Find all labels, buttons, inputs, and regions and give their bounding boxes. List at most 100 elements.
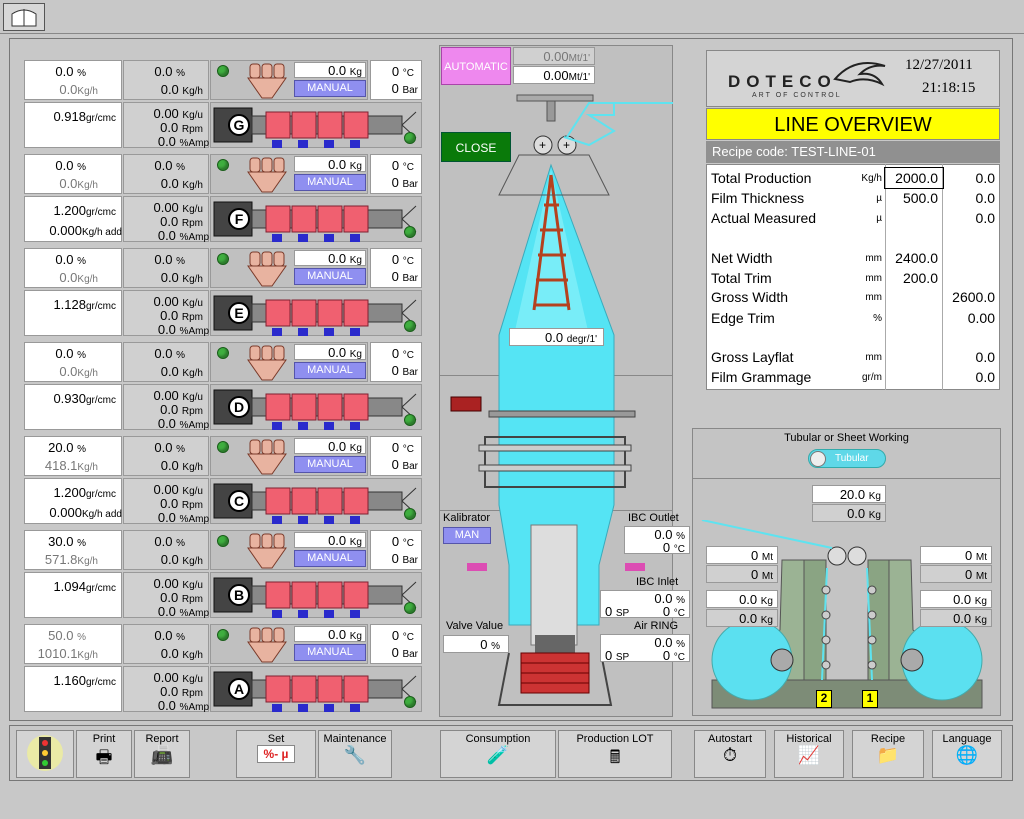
recipe-button[interactable]: Recipe📁 [852,730,924,778]
overview-label: Gross Width [711,289,789,305]
melt-temperature: 0 °C [391,64,414,79]
manual-mode-button[interactable]: MANUAL [294,644,366,661]
print-button[interactable]: Print🖶 [76,730,132,778]
manual-mode-button[interactable]: MANUAL [294,80,366,97]
ibc-inlet-temp: 0 °C [662,604,685,619]
extruder-diagram [213,251,417,336]
manual-mode-button[interactable]: MANUAL [294,456,366,473]
air-ring-sp: 0 SP [605,648,630,663]
report-button[interactable]: Report📠 [134,730,190,778]
extruder-rpm: 0.0 Rpm [160,120,203,135]
hopper-status-led [217,441,229,453]
tubular-toggle[interactable]: Tubular [808,449,886,468]
overview-unit: gr/m [862,372,882,383]
extruder-density: 1.094gr/cmc [53,579,116,594]
overview-unit: mm [865,253,882,264]
overview-label: Film Grammage [711,369,812,385]
extruder-set-percent: 0.0 % [154,252,185,267]
extruder-density: 1.200gr/cmc [53,485,116,500]
overview-actual-value: 0.0 [975,170,995,186]
melt-temperature: 0 °C [391,346,414,361]
kalibrator-mode-button[interactable]: MAN [443,527,491,544]
extruder-kgh: 1010.1Kg/h [37,646,98,661]
right-weight-set: 0.0 Kg [953,592,987,607]
stopwatch-icon: ⏱ [722,745,738,765]
manual-mode-button[interactable]: MANUAL [294,362,366,379]
extruder-amp: 0.0 %Amp [157,510,209,525]
air-ring-pct: 0.0 % [654,635,685,650]
svg-text:+: + [539,138,546,152]
automatic-button[interactable]: AUTOMATIC [441,47,511,85]
hopper-weight: 0.0 Kg [328,345,362,360]
manual-mode-button[interactable]: MANUAL [294,550,366,567]
extruder-set-kgh: 0.0 Kg/h [160,552,203,567]
overview-actual-value: 0.00 [967,310,995,326]
overview-unit: mm [865,292,882,303]
line-overview-title: LINE OVERVIEW [706,108,1000,140]
extruder-density: 1.200gr/cmc [53,203,116,218]
extruder-rpm: 0.0 Rpm [160,590,203,605]
close-button[interactable]: CLOSE [441,132,511,162]
extruder-density: 0.930gr/cmc [53,391,116,406]
extruder-kgu: 0.00 Kg/u [153,482,203,497]
manual-mode-button[interactable]: MANUAL [294,268,366,285]
extruder-percent: 0.0 % [55,252,86,267]
air-ring-temp: 0 °C [662,648,685,663]
maintenance-button[interactable]: Maintenance🔧 [318,730,392,778]
overview-unit: mm [865,352,882,363]
extruder-percent: 0.0 % [55,64,86,79]
date: 12/27/2011 [905,57,973,73]
hopper-status-led [217,65,229,77]
toggle-knob [810,451,826,467]
tower-diagram: + + [450,94,673,706]
winder-tension-act: 0.0 Kg [847,506,881,521]
extruder-amp: 0.0 %Amp [157,228,209,243]
brand-logo: DOTECO [728,72,837,91]
set-button[interactable]: Set%- µ [236,730,316,778]
extruder-rpm: 0.0 Rpm [160,496,203,511]
hopper-weight: 0.0 Kg [328,251,362,266]
alarm-light-button[interactable] [16,730,74,778]
winding-mode-label: Tubular or Sheet Working [784,432,909,444]
manual-mode-button[interactable]: MANUAL [294,174,366,191]
winder-tension-set: 20.0 Kg [839,487,881,502]
extruder-amp: 0.0 %Amp [157,322,209,337]
historical-button[interactable]: Historical📈 [774,730,844,778]
total-production-input-frame[interactable] [884,167,944,189]
extruder-percent: 0.0 % [55,158,86,173]
overview-unit: µ [876,213,882,224]
speed-actual: 0.00Mt/1' [543,68,590,83]
traffic-light-icon [27,735,63,771]
melt-pressure: 0 Bar [391,175,418,190]
consumption-button[interactable]: Consumption🧪 [440,730,556,778]
extruder-kgh-add: 0.000Kg/h add [49,223,122,238]
extruder-set-kgh: 0.0 Kg/h [160,364,203,379]
extruder-status-led [404,602,416,614]
valve-value-label: Valve Value [446,620,504,632]
extruder-status-led [404,132,416,144]
extruder-set-percent: 0.0 % [154,158,185,173]
set-units-display: %- µ [256,745,296,763]
brand-tagline: ART OF CONTROL [752,92,842,99]
home-button[interactable] [3,3,45,31]
speed-set: 0.00Mt/1' [543,49,590,64]
production-lot-button[interactable]: Production LOT🖩 [558,730,672,778]
extruder-kgh: 0.0Kg/h [59,82,98,97]
hopper-status-led [217,347,229,359]
overview-label: Net Width [711,250,773,266]
hopper-weight: 0.0 Kg [328,157,362,172]
hopper-weight: 0.0 Kg [328,533,362,548]
extruder-kgu: 0.00 Kg/u [153,576,203,591]
rotation-speed: 0.0 degr/1' [545,330,597,345]
folder-icon: 📁 [876,745,900,765]
ibc-outlet-pct: 0.0 % [654,527,685,542]
overview-set-value: 200.0 [902,270,938,286]
extruder-kgu: 0.00 Kg/u [153,388,203,403]
overview-set-value[interactable]: 500.0 [902,190,938,206]
language-button[interactable]: Language🌐 [932,730,1002,778]
overview-set-value[interactable]: 2000.0 [895,170,938,186]
home-icon [11,9,37,27]
melt-temperature: 0 °C [391,534,414,549]
autostart-button[interactable]: Autostart⏱ [694,730,766,778]
extruder-status-led [404,696,416,708]
